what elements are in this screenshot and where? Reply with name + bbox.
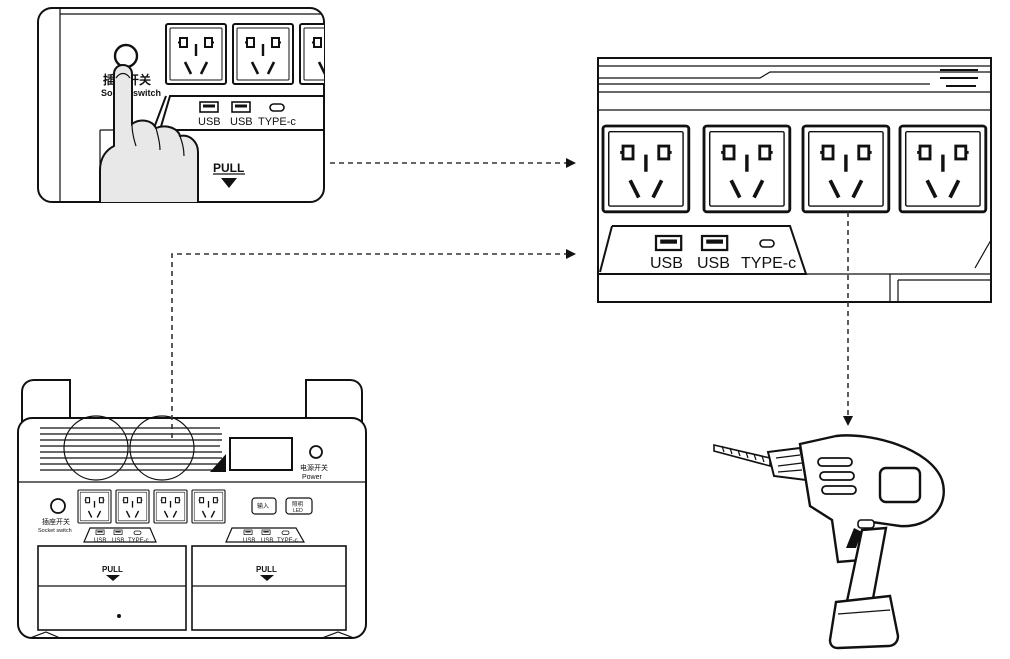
station-left-usb-port-1: [95, 529, 105, 535]
station-vent: [40, 415, 226, 481]
zoom-usb-port-2: [700, 234, 729, 252]
station-right-pull-label: PULL: [256, 565, 277, 574]
station-right-label-typec: TYPE-c: [277, 538, 298, 544]
inset-outlet-3: [298, 22, 324, 86]
station-right-label-usb-2: USB: [261, 538, 273, 544]
station-outlet-4: [191, 489, 226, 524]
inset-pull-label: PULL: [213, 161, 244, 175]
power-station: 电源开关 Power 插座开关 Socket switch 输入 照明 LED …: [17, 379, 367, 639]
station-socket-switch-button[interactable]: [50, 498, 66, 514]
station-right-usb-port-2: [261, 529, 271, 535]
zoom-outlet-2: [702, 124, 792, 214]
inset-usb-port-1: [199, 101, 219, 113]
inset-usb-port-2: [231, 101, 251, 113]
station-left-typec-port: [133, 530, 142, 535]
station-light-label-cn: 照明: [292, 501, 304, 508]
station-outlet-2: [115, 489, 150, 524]
station-power-button[interactable]: [309, 445, 323, 459]
inset-port-label-usb-2: USB: [230, 116, 253, 128]
station-left-label-usb-1: USB: [94, 538, 106, 544]
inset-pull-arrow-icon: [221, 178, 237, 188]
pressing-hand-icon: [99, 64, 199, 202]
power-drill-icon: [713, 434, 945, 650]
station-left-label-typec: TYPE-c: [128, 538, 149, 544]
zoom-port-label-usb-2: USB: [697, 255, 730, 272]
zoom-port-label-typec: TYPE-c: [741, 255, 796, 272]
inset-panel: USB USB TYPE-c PULL 插座开关 Socket switch: [37, 7, 325, 203]
station-left-cover[interactable]: [37, 545, 187, 631]
station-right-usb-port-1: [243, 529, 253, 535]
station-right-typec-port: [281, 530, 290, 535]
zoom-outlet-1: [601, 124, 691, 214]
station-left-pull-label: PULL: [102, 565, 123, 574]
station-left-label-usb-2: USB: [112, 538, 124, 544]
inset-typec-port: [269, 103, 285, 112]
station-right-pull-arrow-icon: [260, 575, 274, 581]
station-power-label-en: Power: [302, 474, 323, 481]
socket-switch-button[interactable]: [113, 43, 139, 69]
zoom-outlet-4: [898, 124, 988, 214]
inset-outlet-2: [231, 22, 295, 86]
zoom-usb-port-1: [654, 234, 683, 252]
station-display-screen: [229, 437, 293, 471]
inset-outlet-1: [164, 22, 228, 86]
station-socket-switch-label-cn: 插座开关: [42, 517, 70, 526]
connector-station-to-zoom: [171, 249, 576, 438]
station-right-label-usb-1: USB: [243, 538, 255, 544]
zoom-outlet-3: [801, 124, 891, 214]
inset-port-label-usb-1: USB: [198, 116, 221, 128]
station-input-port: [251, 497, 277, 515]
station-socket-switch-label-en: Socket switch: [38, 528, 72, 534]
zoom-typec-port: [759, 239, 775, 248]
station-input-label-cn: 输入: [257, 502, 269, 510]
station-left-pull-arrow-icon: [106, 575, 120, 581]
station-outlet-1: [77, 489, 112, 524]
station-light-label-en: LED: [293, 508, 303, 514]
station-outlet-3: [153, 489, 188, 524]
connector-lines: [171, 158, 853, 438]
station-right-cover[interactable]: [191, 545, 347, 631]
station-left-usb-port-2: [113, 529, 123, 535]
station-power-label-cn: 电源开关: [300, 463, 328, 472]
zoom-port-label-usb-1: USB: [650, 255, 683, 272]
zoom-panel: USB USB TYPE-c: [597, 57, 992, 303]
inset-port-label-typec: TYPE-c: [258, 116, 296, 128]
station-light-button[interactable]: [285, 497, 313, 515]
